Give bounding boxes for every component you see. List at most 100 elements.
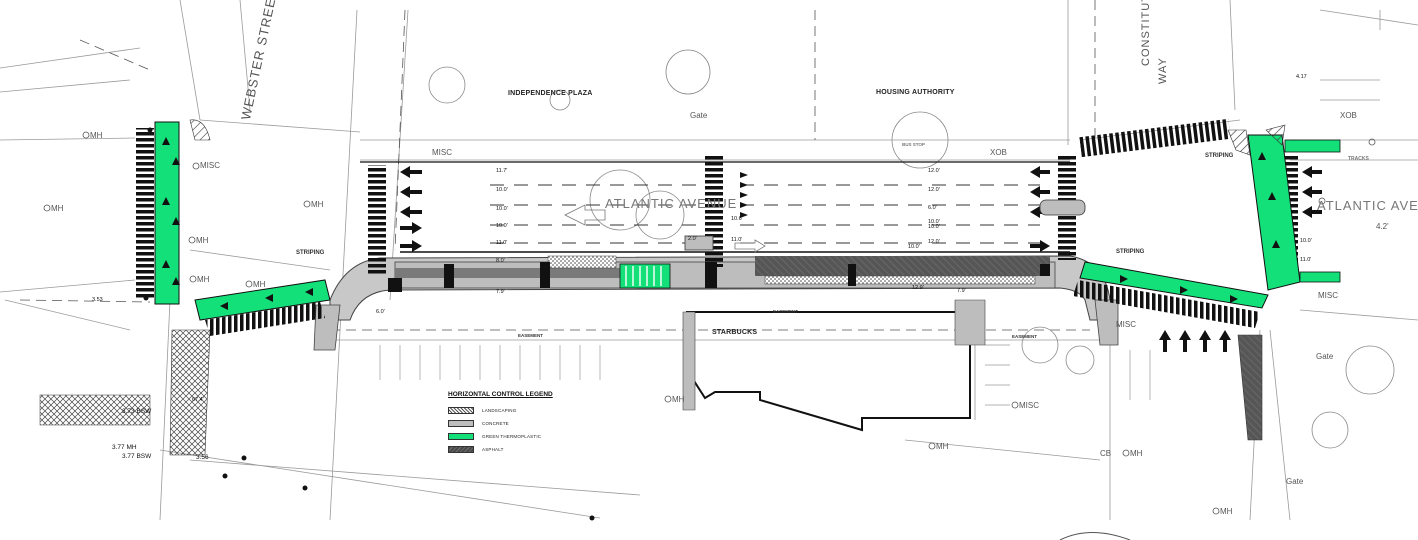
note-gate-3: Gate xyxy=(1286,477,1304,486)
green-arrows-right xyxy=(1120,152,1280,303)
label-misc-2: MISC xyxy=(432,148,452,157)
green-lane-right-stub xyxy=(1299,271,1341,283)
dim-11-0: 11.0' xyxy=(496,240,508,246)
legend-swatch-green-thermoplastic xyxy=(448,433,474,440)
dim-10-0-r: 10.0' xyxy=(1300,238,1312,244)
label-mh-10: MH xyxy=(1220,507,1233,516)
legend-item-landscaping: LANDSCAPING xyxy=(448,404,568,417)
note-easement-left: EASEMENT xyxy=(518,333,544,338)
dim-12-9: 12.9' xyxy=(912,285,924,291)
elev-4-17: 4.17 xyxy=(1296,74,1307,80)
label-mh-3: MH xyxy=(311,200,324,209)
asphalt-strip-right xyxy=(755,256,1050,276)
landscaping-box xyxy=(547,255,617,269)
crosswalk-right-diag xyxy=(1073,280,1260,328)
note-striping-mid: STRIPING xyxy=(1116,249,1145,255)
elev-3-77-mh: 3.77 MH xyxy=(112,444,137,451)
left-landscape-hatch xyxy=(169,329,211,456)
label-mh-9: MH xyxy=(1130,449,1143,458)
dim-11-0-b: 11.0' xyxy=(731,237,743,243)
right-wedge xyxy=(1237,334,1263,441)
green-lane-right-diag xyxy=(1079,261,1269,309)
dim-7-9-a: 7.9' xyxy=(496,289,505,295)
dim-67-4: 67.4' xyxy=(192,397,204,403)
dim-7-9-b: 7.9' xyxy=(957,288,966,294)
dim-10-0-b: 10.0' xyxy=(496,206,508,212)
dim-8-0: 8.0' xyxy=(496,258,505,264)
bus-stop-box-2 xyxy=(684,235,714,251)
dim-12-0-b: 12.0' xyxy=(928,187,940,193)
note-gate-2: Gate xyxy=(1316,352,1334,361)
green-lane-left-diag xyxy=(194,279,331,321)
dim-10-0-e: 10.0' xyxy=(928,224,940,230)
sawtooth-markers xyxy=(740,172,748,218)
driveway-right xyxy=(954,299,986,346)
landscaping-strip xyxy=(764,275,1036,285)
note-easement-mid: EASEMENT xyxy=(773,309,799,314)
label-mh-5: MH xyxy=(197,275,210,284)
control-points xyxy=(143,127,595,521)
legend-swatch-asphalt xyxy=(448,446,474,453)
crosswalk-left-diag xyxy=(205,302,325,336)
label-constitution: CONSTITUTION xyxy=(1140,0,1152,66)
label-misc-4: MISC xyxy=(1116,320,1136,329)
legend-item-green-thermoplastic: GREEN THERMOPLASTIC xyxy=(448,430,568,443)
label-mh-1: MH xyxy=(90,131,103,140)
label-independence-plaza: INDEPENDENCE PLAZA xyxy=(508,90,593,97)
legend-swatch-concrete xyxy=(448,420,474,427)
crosswalk-webster-left xyxy=(136,128,154,298)
label-misc-3: MISC xyxy=(1019,401,1039,410)
elev-3-56: 3.56 xyxy=(196,454,209,461)
dim-12-0-a: 12.0' xyxy=(928,168,940,174)
green-arrows-left-diag xyxy=(220,288,313,310)
label-misc-5: MISC xyxy=(1318,291,1338,300)
legend-label-concrete: CONCRETE xyxy=(482,421,509,426)
lane-arrows xyxy=(400,166,1322,352)
median-black-blocks xyxy=(388,262,1050,292)
parking-stalls xyxy=(379,79,1380,406)
left-ped-hatch xyxy=(39,394,151,426)
note-gate: Gate xyxy=(690,111,708,120)
elev-3-53: 3.53 xyxy=(92,297,103,303)
dim-10-0-f: 10.0' xyxy=(908,244,920,250)
crosswalk-top-right xyxy=(1079,118,1231,158)
lane-lines xyxy=(360,161,1070,253)
dim-11-7: 11.7' xyxy=(496,168,508,174)
label-atlantic-avenue: ATLANTIC AVENUE xyxy=(605,196,738,211)
dim-2-0: 2.0' xyxy=(688,236,697,242)
starbucks-building xyxy=(686,311,971,432)
legend-title: HORIZONTAL CONTROL LEGEND xyxy=(448,391,553,398)
right-curb-island-2 xyxy=(1265,124,1286,146)
legend-swatch-landscaping xyxy=(448,407,474,414)
legend-item-asphalt: ASPHALT xyxy=(448,443,568,456)
dim-10-6: 10.6' xyxy=(731,216,743,222)
label-mh-8: MH xyxy=(936,442,949,451)
elev-3-77-bsw: 3.77 BSW xyxy=(122,453,152,460)
dim-11-0-r: 11.0' xyxy=(1300,257,1312,263)
arrow-outlines xyxy=(564,204,766,253)
horizontal-control-legend: HORIZONTAL CONTROL LEGEND LANDSCAPING CO… xyxy=(448,391,568,456)
dim-6-0-b: 6.0' xyxy=(376,309,385,315)
legend-label-green-thermoplastic: GREEN THERMOPLASTIC xyxy=(482,434,542,439)
label-atlantic-avenue-right: ATLANTIC AVENU xyxy=(1317,198,1418,213)
label-starbucks: STARBUCKS xyxy=(712,329,758,336)
green-crosswalk-mid xyxy=(619,263,671,289)
trees xyxy=(428,49,1395,449)
label-xob-2: XOB xyxy=(1340,111,1357,120)
dim-4-2: 4.2' xyxy=(1376,222,1389,231)
label-mh-7: MH xyxy=(672,395,685,404)
note-striping-right: STRIPING xyxy=(1205,153,1234,159)
label-mh-4: MH xyxy=(196,236,209,245)
label-mh-6: MH xyxy=(253,280,266,289)
driveway-starbucks xyxy=(682,311,696,411)
green-lane-right-top xyxy=(1284,139,1341,153)
dim-6-0: 6.0' xyxy=(928,205,937,211)
green-lane-webster xyxy=(154,121,180,305)
mid-crosswalk-lines xyxy=(625,266,662,286)
dim-12-0-c: 12.0' xyxy=(928,239,940,245)
left-curb-island xyxy=(189,119,211,141)
legend-label-landscaping: LANDSCAPING xyxy=(482,408,517,413)
note-easement-right: EASEMENT xyxy=(1012,334,1038,339)
label-cb: CB xyxy=(1100,449,1112,458)
